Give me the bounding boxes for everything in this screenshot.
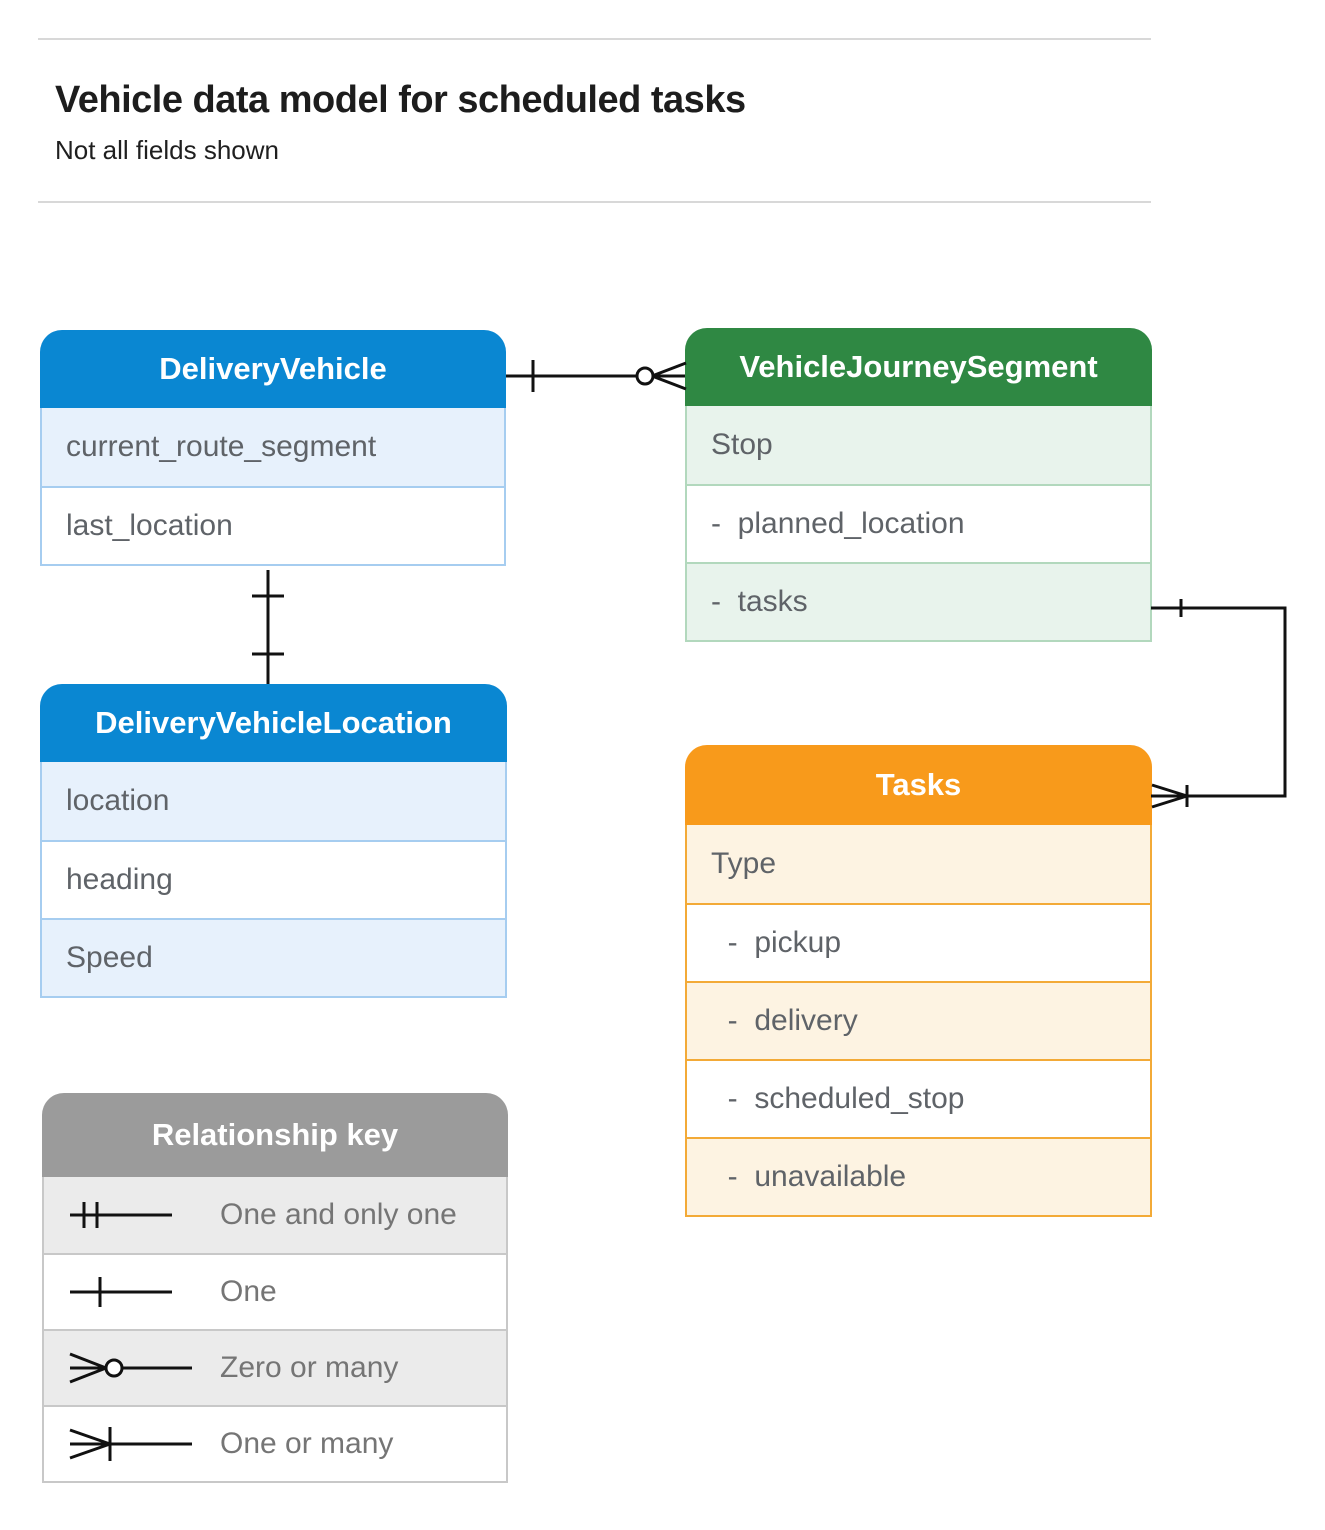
legend-item-one-and-only-one: One and only one: [44, 1177, 506, 1253]
entity-tasks-title: Tasks: [685, 745, 1152, 825]
entity-delivery-vehicle-title: DeliveryVehicle: [40, 330, 506, 408]
field-current-route-segment: current_route_segment: [42, 408, 504, 486]
legend-label-one-and-only-one: One and only one: [220, 1198, 457, 1231]
one-and-only-one-symbol: [70, 1202, 172, 1228]
one-symbol: [70, 1277, 172, 1307]
field-scheduled-stop: - scheduled_stop: [687, 1059, 1150, 1137]
entity-vehicle-journey-segment-title: VehicleJourneySegment: [685, 328, 1152, 406]
field-speed: Speed: [42, 918, 505, 996]
one-or-many-symbol: [69, 1427, 192, 1461]
legend-label-one: One: [220, 1275, 277, 1308]
entity-delivery-vehicle-location-body: location heading Speed: [40, 762, 507, 998]
entity-tasks: Tasks Type - pickup - delivery - schedul…: [685, 745, 1152, 1217]
field-stop: Stop: [687, 406, 1150, 484]
connector-vehiclejourneysegment-tasks: [1151, 599, 1287, 809]
field-delivery: - delivery: [687, 981, 1150, 1059]
field-tasks: - tasks: [687, 562, 1150, 640]
legend-item-zero-or-many: Zero or many: [44, 1329, 506, 1405]
legend-label-one-or-many: One or many: [220, 1427, 394, 1460]
page-subtitle: Not all fields shown: [55, 135, 279, 165]
page-title: Vehicle data model for scheduled tasks: [55, 79, 746, 121]
entity-delivery-vehicle-body: current_route_segment last_location: [40, 408, 506, 566]
connector-deliveryvehicle-deliveryvehiclelocation: [252, 570, 284, 684]
field-last-location: last_location: [42, 486, 504, 564]
field-unavailable: - unavailable: [687, 1137, 1150, 1215]
entity-delivery-vehicle: DeliveryVehicle current_route_segment la…: [40, 330, 506, 566]
zero-or-many-symbol: [69, 1352, 192, 1384]
relationship-key-body: One and only one One Zero o: [42, 1177, 508, 1483]
field-location: location: [42, 762, 505, 840]
entity-delivery-vehicle-location: DeliveryVehicleLocation location heading…: [40, 684, 507, 998]
field-planned-location: - planned_location: [687, 484, 1150, 562]
field-pickup: - pickup: [687, 903, 1150, 981]
relationship-key-title: Relationship key: [42, 1093, 508, 1177]
entity-delivery-vehicle-location-title: DeliveryVehicleLocation: [40, 684, 507, 762]
entity-vehicle-journey-segment: VehicleJourneySegment Stop - planned_loc…: [685, 328, 1152, 642]
legend-item-one: One: [44, 1253, 506, 1329]
field-heading: heading: [42, 840, 505, 918]
field-type: Type: [687, 825, 1150, 903]
entity-vehicle-journey-segment-body: Stop - planned_location - tasks: [685, 406, 1152, 642]
relationship-key: Relationship key One and only one One: [42, 1093, 508, 1483]
legend-item-one-or-many: One or many: [44, 1405, 506, 1481]
divider-bottom: [38, 201, 1151, 203]
legend-label-zero-or-many: Zero or many: [220, 1351, 399, 1384]
connector-deliveryvehicle-vehiclejourneysegment: [506, 360, 687, 392]
divider-top: [38, 38, 1151, 40]
entity-tasks-body: Type - pickup - delivery - scheduled_sto…: [685, 825, 1152, 1217]
